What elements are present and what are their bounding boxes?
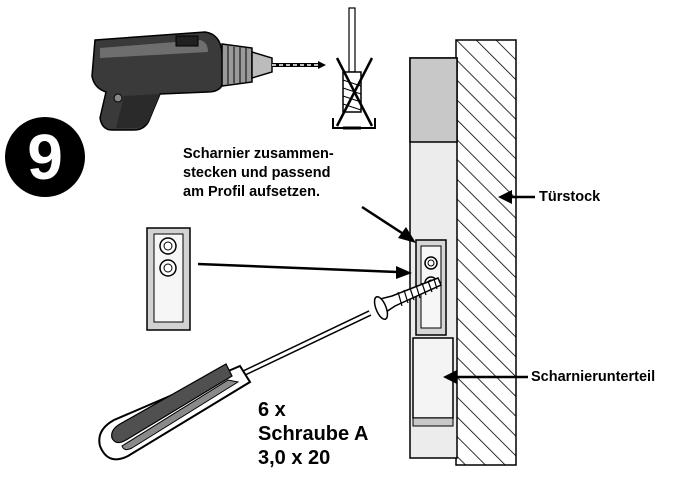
- instruction-line-1: Scharnier zusammen-: [183, 146, 334, 162]
- label-hinge-lower: Scharnierunterteil: [531, 369, 656, 385]
- no-dowel-icon: [332, 7, 376, 130]
- instruction-line-3: am Profil aufsetzen.: [183, 184, 320, 200]
- screw-count: 6 x: [258, 399, 286, 421]
- arrow-instruction: [361, 205, 416, 243]
- arrow-place-hinge: [197, 262, 412, 279]
- screw-spec: 6 x Schraube A 3,0 x 20: [258, 398, 368, 470]
- label-door-frame: Türstock: [539, 189, 601, 205]
- arrow-hinge-lower: [443, 370, 528, 384]
- door-frame-wall: [455, 39, 517, 466]
- screw-type: Schraube A: [258, 423, 369, 445]
- instruction-line-2: stecken und passend: [183, 165, 331, 181]
- instruction-text: Scharnier zusammen- stecken und passend …: [183, 145, 334, 202]
- screw-size: 3,0 x 20: [258, 447, 331, 469]
- drill-icon: [91, 31, 326, 131]
- screw-icon: [373, 277, 442, 321]
- arrow-door-frame: [498, 190, 535, 204]
- hinge-lower-part: [412, 337, 454, 427]
- hinge-part-icon: [146, 227, 191, 331]
- screwdriver-icon: [98, 310, 372, 461]
- step-number-badge: 9: [5, 117, 85, 197]
